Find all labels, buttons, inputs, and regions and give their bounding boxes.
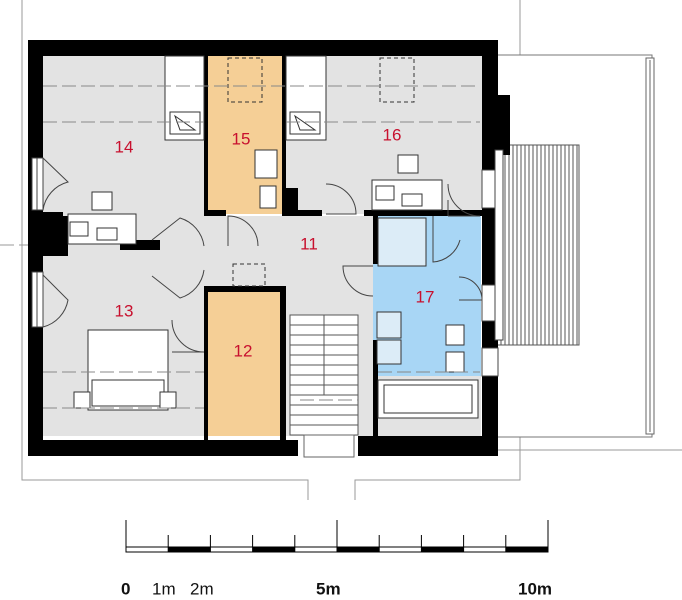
room-labels: 14 15 16 11 13 12 17 <box>115 125 435 360</box>
interior-walls <box>28 56 482 442</box>
scale-label-5m: 5m <box>316 579 341 598</box>
staircase <box>289 314 359 458</box>
scale-segment <box>168 547 211 552</box>
scale-segment <box>252 547 295 552</box>
room-label-15: 15 <box>232 129 251 148</box>
furniture <box>67 55 479 419</box>
scale-segment <box>505 547 548 552</box>
room-label-16: 16 <box>383 125 402 144</box>
doors <box>42 157 483 353</box>
room-label-13: 13 <box>115 301 134 320</box>
scale-label-1m: 1m <box>152 579 176 598</box>
scale-label-0: 0 <box>121 579 130 598</box>
scale-segment <box>337 547 380 552</box>
scale-label-2m: 2m <box>190 579 214 598</box>
room-label-14: 14 <box>115 137 134 156</box>
scale-segment <box>421 547 464 552</box>
ceiling-lines <box>43 85 480 409</box>
windows <box>31 149 504 377</box>
room-label-12: 12 <box>234 341 253 360</box>
terrace <box>496 54 682 451</box>
scale-bar: 0 1m 2m 5m 10m <box>121 520 552 598</box>
scale-label-10m: 10m <box>518 579 552 598</box>
room-label-17: 17 <box>416 287 435 306</box>
room-label-11: 11 <box>300 234 318 253</box>
